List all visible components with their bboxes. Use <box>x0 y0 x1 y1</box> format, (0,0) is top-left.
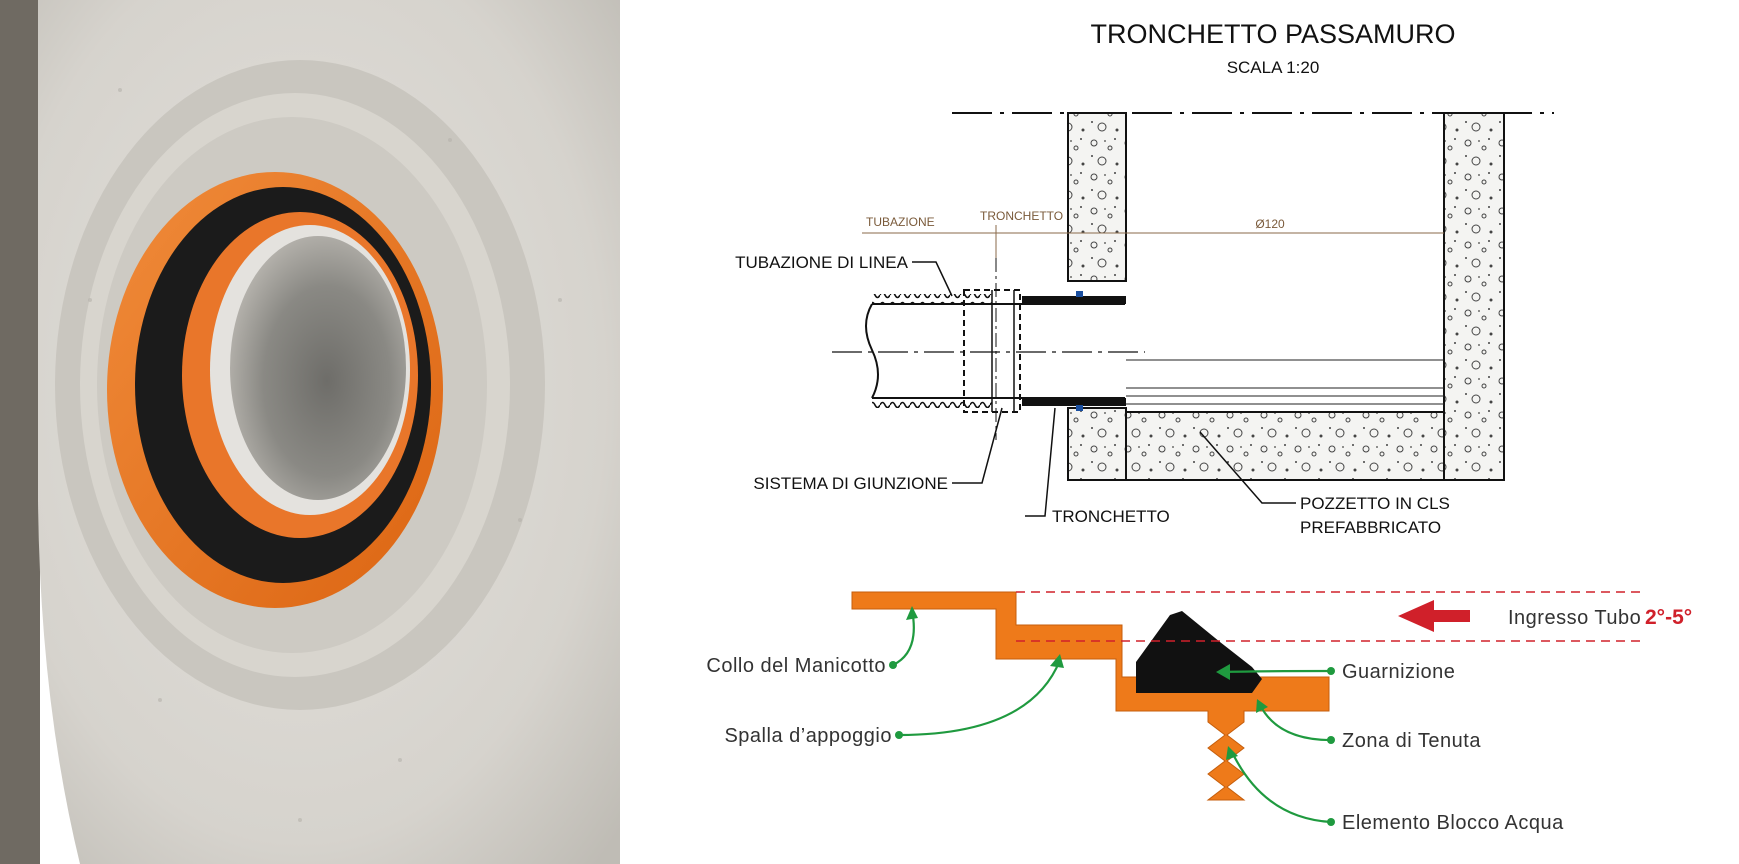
technical-drawing: TRONCHETTO PASSAMURO SCALA 1:20 TUBAZION… <box>706 19 1692 834</box>
label-zona-tenuta: Zona di Tenuta <box>1342 730 1481 752</box>
pipe-section <box>832 258 1145 440</box>
ingresso-text: Ingresso Tubo <box>1508 607 1641 629</box>
seal-detail: Ingresso Tubo 2°-5° <box>706 591 1692 834</box>
label-guarnizione: Guarnizione <box>1342 661 1455 683</box>
label-pozzetto-1: POZZETTO IN CLS <box>1300 494 1450 513</box>
concrete-photo <box>0 0 620 864</box>
drawing-scale: SCALA 1:20 <box>1227 58 1320 77</box>
label-collo: Collo del Manicotto <box>706 655 886 677</box>
ingresso-angle: 2°-5° <box>1645 606 1692 629</box>
dot-icon <box>889 661 1335 826</box>
label-tronchetto: TRONCHETTO <box>1052 507 1170 526</box>
label-spalla: Spalla d’appoggio <box>724 725 892 747</box>
label-sistema-giunzione: SISTEMA DI GIUNZIONE <box>753 474 948 493</box>
dim-tubazione: TUBAZIONE <box>866 215 935 229</box>
left-arrow-icon <box>1398 600 1470 632</box>
drawing-title: TRONCHETTO PASSAMURO <box>1090 19 1455 49</box>
gasket-profile <box>1136 611 1262 693</box>
photo-panel <box>0 0 620 864</box>
dim-diameter: Ø120 <box>1255 217 1285 231</box>
dim-tronchetto: TRONCHETTO <box>980 209 1063 223</box>
label-tubazione-linea: TUBAZIONE DI LINEA <box>735 253 909 272</box>
pozzetto-walls <box>1067 112 1505 481</box>
label-elemento-blocco: Elemento Blocco Acqua <box>1342 812 1564 834</box>
collar-profile <box>851 591 1330 801</box>
label-pozzetto-2: PREFABBRICATO <box>1300 518 1441 537</box>
